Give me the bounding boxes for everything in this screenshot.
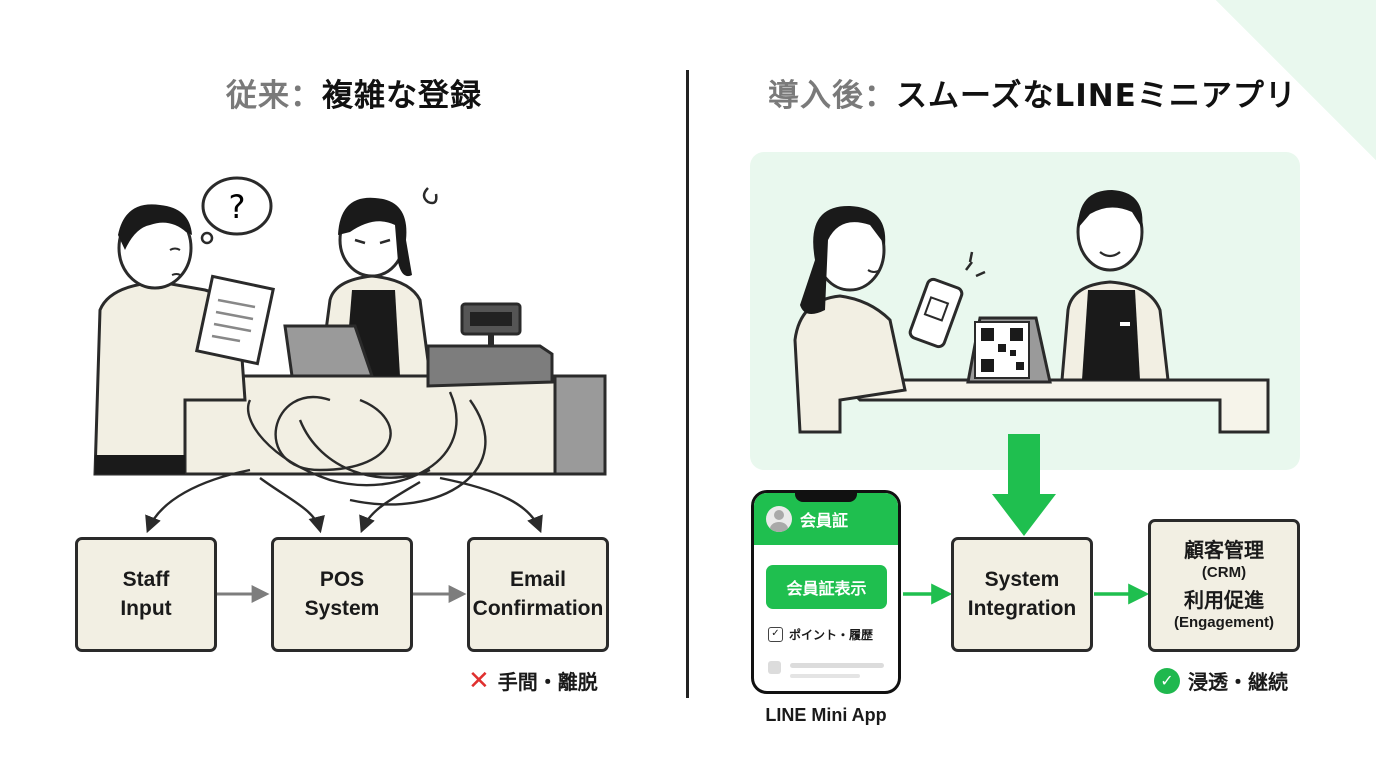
pos-system-label: POS System bbox=[304, 568, 380, 620]
membership-card-button[interactable]: 会員証表示 bbox=[766, 565, 887, 609]
phone-header-title: 会員証 bbox=[800, 511, 849, 530]
email-confirmation-box: Email Confirmation bbox=[467, 537, 609, 652]
down-arrow-big bbox=[992, 434, 1056, 536]
staff-input-box: Staff Input bbox=[75, 537, 217, 652]
check-circle-icon: ✓ bbox=[1154, 667, 1180, 694]
right-outcome-text: 浸透・継続 bbox=[1188, 670, 1288, 694]
line-mini-app-phone: 会員証 会員証表示 ✓ ポイント・履歴 bbox=[751, 490, 901, 694]
email-confirmation-label: Email Confirmation bbox=[472, 568, 604, 620]
crm-line2: (CRM) bbox=[1201, 563, 1247, 581]
x-icon: ✕ bbox=[468, 665, 490, 696]
crm-line4: (Engagement) bbox=[1173, 613, 1274, 631]
right-title-prefix: 導入後： bbox=[768, 78, 896, 114]
staff-input-label: Staff Input bbox=[120, 568, 172, 620]
flow-arrows-tangled bbox=[145, 468, 543, 534]
left-title-main: 複雑な登録 bbox=[322, 78, 482, 114]
phone-caption: LINE Mini App bbox=[765, 705, 887, 725]
avatar-icon bbox=[766, 506, 792, 532]
points-history-label: ポイント・履歴 bbox=[789, 628, 874, 642]
question-mark: ? bbox=[229, 188, 246, 226]
qr-code-stand-icon bbox=[966, 316, 1052, 384]
crm-engagement-box: 顧客管理 (CRM) 利用促進 (Engagement) bbox=[1148, 519, 1300, 652]
checkbox-icon: ✓ bbox=[768, 627, 783, 642]
pos-register-icon bbox=[426, 302, 554, 388]
placeholder-line bbox=[790, 674, 860, 678]
system-integration-label: System Integration bbox=[967, 568, 1077, 620]
placeholder-checkbox bbox=[768, 661, 781, 674]
counter-left bbox=[183, 374, 607, 476]
left-outcome-text: 手間・離脱 bbox=[497, 670, 598, 694]
staff-figure-right bbox=[1060, 190, 1170, 382]
left-outcome: ✕ 手間・離脱 bbox=[468, 666, 598, 695]
crm-line1: 顧客管理 bbox=[1184, 539, 1264, 562]
customer-figure-right bbox=[793, 205, 907, 434]
pos-system-box: POS System bbox=[271, 537, 413, 652]
smartphone-hand-icon bbox=[908, 251, 986, 349]
left-title-prefix: 従来： bbox=[226, 78, 322, 114]
placeholder-line bbox=[790, 663, 884, 668]
right-title-main: スムーズなLINEミニアプリ bbox=[896, 78, 1297, 114]
system-integration-box: System Integration bbox=[951, 537, 1093, 652]
corner-decoration bbox=[1216, 0, 1376, 160]
right-outcome: ✓ 浸透・継続 bbox=[1154, 666, 1288, 695]
thought-bubble: ? bbox=[200, 176, 273, 245]
paper-form-icon bbox=[194, 274, 276, 366]
right-title: 導入後：スムーズなLINEミニアプリ bbox=[768, 70, 1297, 115]
phone-notch bbox=[795, 493, 857, 502]
center-divider bbox=[686, 70, 689, 698]
left-title: 従来：複雑な登録 bbox=[226, 70, 482, 115]
points-history-row[interactable]: ✓ ポイント・履歴 bbox=[768, 626, 873, 643]
crm-line3: 利用促進 bbox=[1184, 589, 1264, 612]
counter-right bbox=[836, 378, 1270, 434]
tablet-icon bbox=[283, 324, 375, 378]
